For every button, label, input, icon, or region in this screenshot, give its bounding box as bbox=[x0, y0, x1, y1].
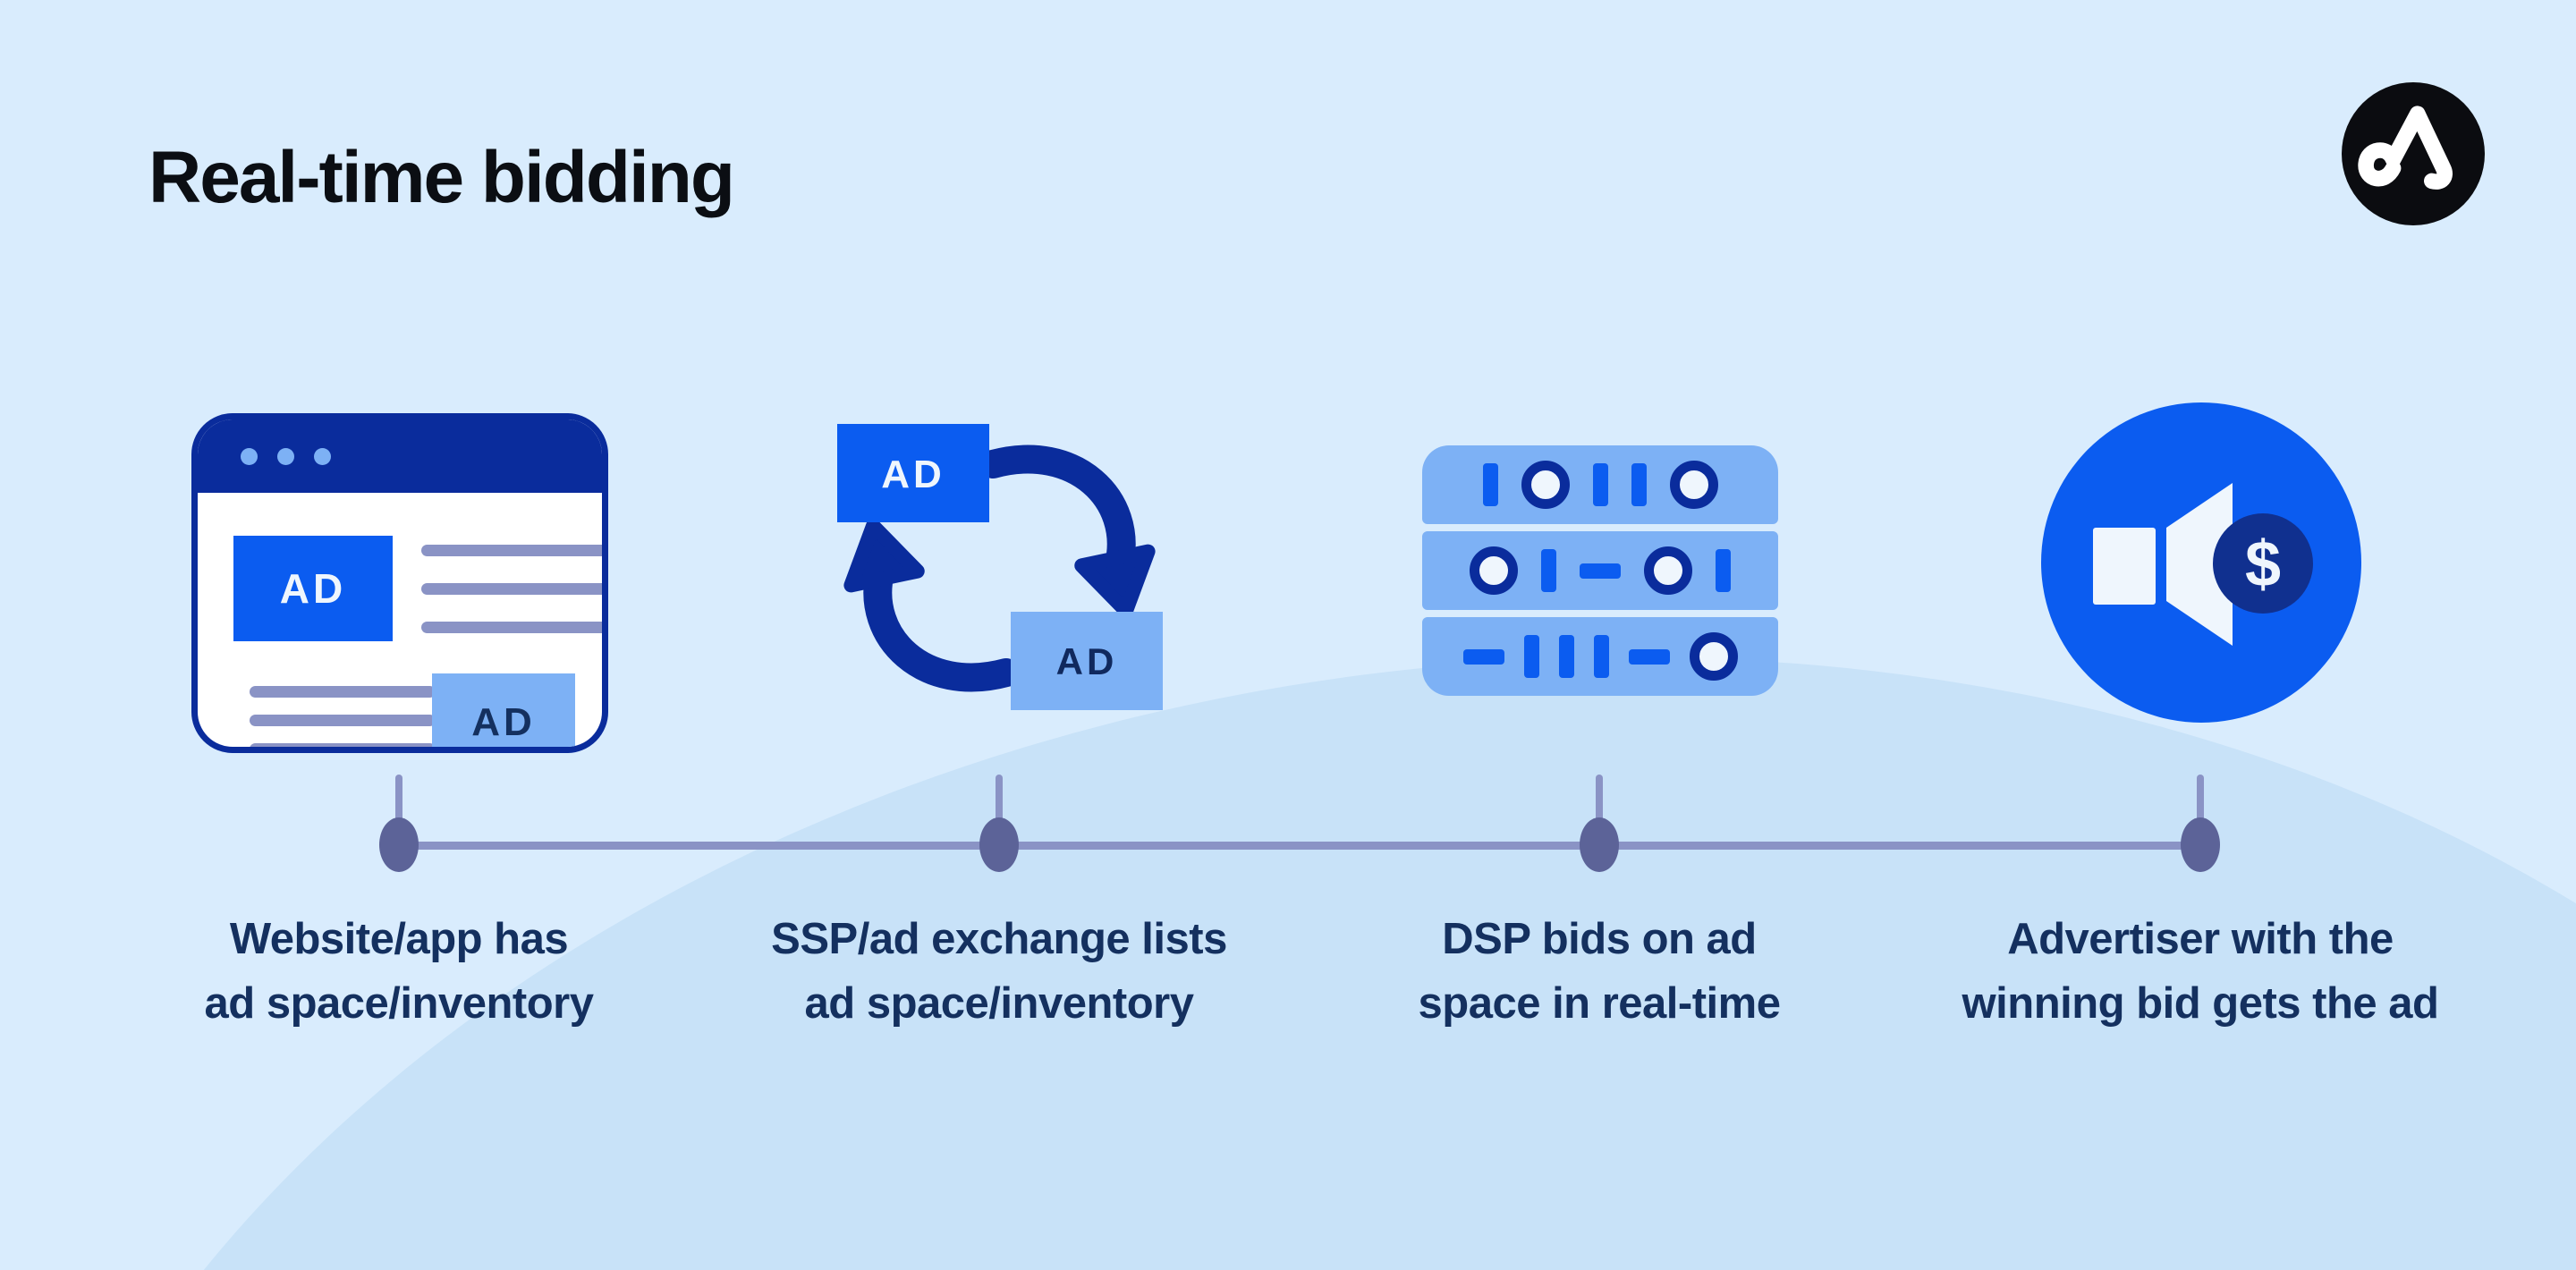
server-bar bbox=[1523, 635, 1539, 678]
dsp-server-icon bbox=[1422, 445, 1778, 696]
dollar-coin-icon bbox=[2213, 513, 2313, 614]
timeline-dot bbox=[2181, 817, 2220, 872]
server-bar bbox=[1593, 635, 1609, 678]
ad-box-supply bbox=[837, 424, 989, 522]
step-label-1-line1: Website/app has bbox=[229, 915, 569, 963]
ad-badge-primary-text: AD bbox=[279, 565, 347, 612]
megaphone-winning-bid-icon: $ bbox=[2041, 402, 2361, 723]
cycle-arrowhead-up-icon bbox=[843, 518, 925, 593]
ad-badge-secondary: AD bbox=[432, 673, 575, 747]
server-dash bbox=[1580, 563, 1621, 579]
server-bar bbox=[1716, 549, 1731, 592]
timeline-stem bbox=[996, 775, 1003, 823]
browser-titlebar bbox=[198, 419, 602, 493]
text-line bbox=[250, 743, 436, 747]
text-line bbox=[421, 583, 602, 595]
page-title: Real-time bidding bbox=[148, 137, 735, 218]
ad-box-demand bbox=[1011, 612, 1163, 710]
step-label-2: SSP/ad exchange lists ad space/inventory bbox=[650, 907, 1348, 1036]
timeline-stem bbox=[1596, 775, 1603, 823]
ad-exchange-cycle-svg: AD AD bbox=[837, 424, 1163, 710]
server-bar bbox=[1631, 463, 1647, 506]
step-label-1: Website/app has ad space/inventory bbox=[50, 907, 748, 1036]
text-line bbox=[250, 715, 436, 726]
ad-badge-primary: AD bbox=[233, 536, 393, 641]
step-label-3-line2: space in real-time bbox=[1418, 979, 1781, 1028]
ad-box-supply-text: AD bbox=[881, 453, 945, 496]
step-label-1-line2: ad space/inventory bbox=[204, 979, 594, 1028]
window-dot-icon bbox=[241, 447, 258, 465]
timeline-dot bbox=[379, 817, 419, 872]
brand-logo bbox=[2342, 82, 2485, 225]
server-dash bbox=[1628, 648, 1670, 665]
megaphone-base bbox=[2093, 528, 2156, 605]
timeline-dot bbox=[1580, 817, 1619, 872]
text-line bbox=[421, 545, 602, 556]
step-label-4-line1: Advertiser with the bbox=[2007, 915, 2394, 963]
browser-body: AD AD bbox=[198, 493, 602, 747]
timeline-stem bbox=[395, 775, 402, 823]
cycle-arrow-down bbox=[979, 444, 1136, 579]
window-dot-icon bbox=[277, 447, 294, 465]
server-dash bbox=[1462, 648, 1504, 665]
text-line bbox=[421, 622, 602, 633]
text-line bbox=[250, 686, 436, 698]
server-bar bbox=[1558, 635, 1574, 678]
server-light-icon bbox=[1689, 632, 1738, 681]
ad-exchange-cycle-icon: AD AD bbox=[823, 408, 1176, 728]
server-bar bbox=[1592, 463, 1608, 506]
megaphone-svg: $ bbox=[2093, 483, 2313, 646]
dollar-sign: $ bbox=[2245, 529, 2281, 600]
server-row bbox=[1422, 445, 1778, 524]
server-bar bbox=[1482, 463, 1498, 506]
server-bar bbox=[1541, 549, 1556, 592]
adjust-logo-icon bbox=[2342, 82, 2485, 225]
cycle-arrowhead-down-icon bbox=[1074, 544, 1156, 619]
timeline-stem bbox=[2197, 775, 2204, 823]
cycle-arrow-up bbox=[863, 558, 1021, 692]
ad-badge-secondary-text: AD bbox=[471, 700, 536, 744]
step-label-3: DSP bids on ad space in real-time bbox=[1250, 907, 1948, 1036]
timeline-dot bbox=[979, 817, 1019, 872]
window-dot-icon bbox=[314, 447, 331, 465]
step-label-4-line2: winning bid gets the ad bbox=[1962, 979, 2439, 1028]
ad-box-demand-text: AD bbox=[1056, 640, 1118, 682]
megaphone-horn bbox=[2166, 483, 2233, 646]
server-light-icon bbox=[1470, 546, 1518, 595]
server-row bbox=[1422, 531, 1778, 610]
browser-ads-icon: AD AD bbox=[191, 413, 608, 753]
step-label-3-line1: DSP bids on ad bbox=[1442, 915, 1757, 963]
server-light-icon bbox=[1669, 461, 1718, 509]
server-light-icon bbox=[1644, 546, 1692, 595]
server-light-icon bbox=[1521, 461, 1570, 509]
timeline-track bbox=[399, 842, 2201, 850]
step-label-2-line2: ad space/inventory bbox=[804, 979, 1194, 1028]
server-row bbox=[1422, 617, 1778, 696]
step-label-2-line1: SSP/ad exchange lists bbox=[771, 915, 1227, 963]
step-label-4: Advertiser with the winning bid gets the… bbox=[1852, 907, 2549, 1036]
